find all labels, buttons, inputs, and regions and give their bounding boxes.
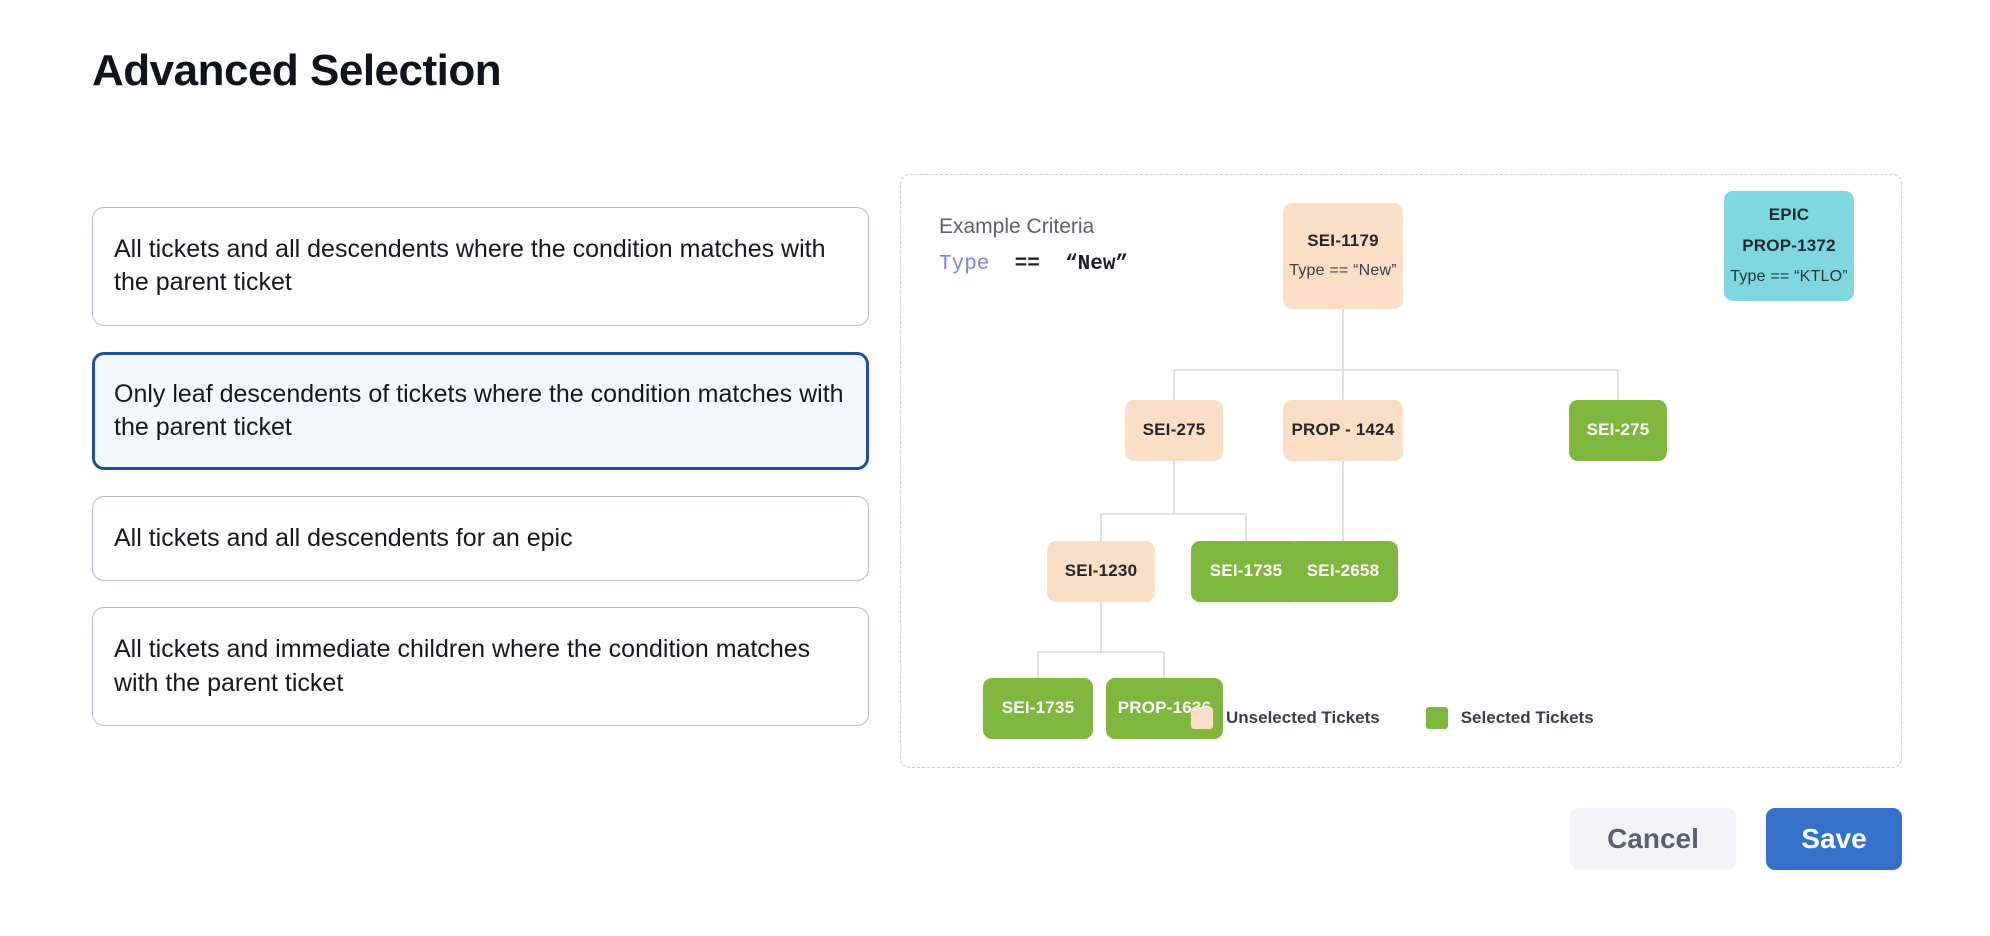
legend-label: Selected Tickets [1460,708,1594,727]
tree-node-sei-275-b[interactable]: SEI-275 [1569,400,1667,461]
diagram-legend: Unselected Tickets Selected Tickets [1191,707,1594,729]
legend-label: Unselected Tickets [1226,708,1380,727]
tree-node-kind: EPIC [1768,205,1810,225]
legend-swatch-unselected-icon [1191,707,1213,729]
option-label: Only leaf descendents of tickets where t… [114,379,844,441]
criteria-field: Type [939,253,990,276]
tree-node-title: SEI-275 [1142,420,1206,440]
option-card-all-descendents-epic[interactable]: All tickets and all descendents for an e… [92,496,869,582]
dialog-footer: Cancel Save [1570,808,1902,870]
option-card-all-descendents-condition[interactable]: All tickets and all descendents where th… [92,207,869,326]
tree-node-epic-prop-1372[interactable]: EPIC PROP-1372 Type == “KTLO” [1724,191,1854,301]
criteria-value: “New” [1065,253,1129,276]
criteria-expression: Type == “New” [939,253,1128,276]
option-label: All tickets and all descendents for an e… [114,524,573,552]
tree-node-title: SEI-275 [1586,420,1650,440]
tree-node-sei-275-a[interactable]: SEI-275 [1125,400,1223,461]
option-card-immediate-children-condition[interactable]: All tickets and immediate children where… [92,607,869,726]
tree-node-prop-1424[interactable]: PROP - 1424 [1283,400,1403,461]
save-button[interactable]: Save [1766,808,1902,870]
tree-node-title: PROP-1636 [1117,698,1212,718]
tree-node-title: PROP - 1424 [1291,420,1395,440]
legend-swatch-selected-icon [1425,707,1448,729]
tree-node-sei-2658[interactable]: SEI-2658 [1288,541,1398,602]
tree-node-subtitle: Type == “KTLO” [1730,267,1848,285]
tree-node-title: SEI-1179 [1307,230,1379,250]
tree-node-sei-1735-b[interactable]: SEI-1735 [983,678,1093,739]
option-card-leaf-descendents-condition[interactable]: Only leaf descendents of tickets where t… [92,351,869,470]
tree-node-title: SEI-1735 [1209,561,1283,581]
tree-node-sei-1179[interactable]: SEI-1179 Type == “New” [1283,203,1403,309]
legend-item-unselected: Unselected Tickets [1191,707,1380,729]
page-title: Advanced Selection [92,46,502,95]
tree-node-sei-1230[interactable]: SEI-1230 [1047,541,1155,602]
criteria-operator: == [1014,253,1040,276]
criteria-label: Example Criteria [939,215,1095,238]
option-label: All tickets and all descendents where th… [114,235,826,297]
tree-node-sei-1735-a[interactable]: SEI-1735 [1191,541,1301,602]
tree-node-title: SEI-1230 [1064,561,1138,581]
cancel-button[interactable]: Cancel [1570,808,1736,870]
tree-node-title: SEI-1735 [1001,698,1075,718]
option-label: All tickets and immediate children where… [114,635,811,697]
tree-node-title: SEI-2658 [1306,561,1380,581]
selection-options-list: All tickets and all descendents where th… [92,207,869,726]
tree-node-title: PROP-1372 [1742,236,1836,255]
tree-node-subtitle: Type == “New” [1289,262,1397,280]
legend-item-selected: Selected Tickets [1425,707,1594,729]
example-diagram-panel: Example Criteria Type == “New” [900,174,1902,768]
